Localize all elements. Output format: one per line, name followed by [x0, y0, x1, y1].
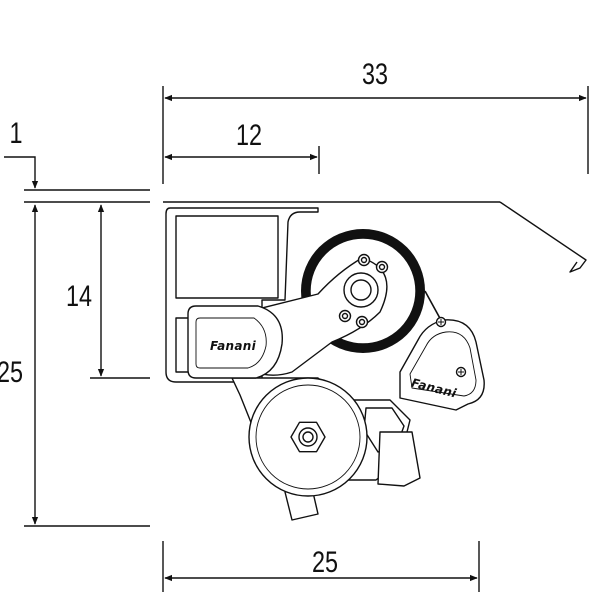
hex-nut-thread	[302, 431, 314, 443]
brand-logo-upper: Fanani	[210, 339, 257, 353]
dimension-label-side-height: 14	[66, 279, 92, 312]
dimension-label-top-offset: 1	[9, 116, 22, 149]
upper-cover-outline	[187, 305, 283, 379]
hub-bolt-center	[360, 256, 368, 264]
right-housing-outline	[399, 319, 485, 411]
hub-bolt-center	[358, 318, 366, 326]
upper-motor-cover: Fanani	[187, 305, 283, 379]
hex-nut-bore	[298, 427, 318, 447]
fabric-tail	[424, 290, 443, 323]
lock-block	[377, 431, 421, 487]
hub-bolt-icon	[338, 309, 352, 323]
bracket-window-upper	[175, 215, 279, 299]
dimension-label-total-width: 33	[362, 57, 388, 90]
hub-bolts	[338, 253, 389, 329]
roll-hub	[338, 253, 389, 329]
hub-center-bore	[350, 279, 372, 301]
dimension-top-offset	[4, 156, 150, 203]
dimension-label-top-width: 12	[236, 118, 262, 151]
leader-line-1	[4, 156, 39, 189]
right-motor-housing: Fanani	[399, 316, 485, 411]
upper-cover-inner	[195, 317, 267, 369]
front-arm	[499, 201, 587, 273]
lower-drum-rim	[255, 384, 361, 490]
dimension-top-width	[164, 146, 320, 174]
hub-bolt-icon	[357, 253, 371, 267]
dimension-label-total-height: 25	[0, 355, 23, 388]
dimension-total-width	[162, 86, 589, 184]
hub-bolt-icon	[375, 260, 389, 274]
dimension-side-height	[90, 204, 150, 379]
hub-bolt-center	[378, 263, 386, 271]
dimension-base-width	[162, 541, 480, 592]
lower-drum	[248, 377, 368, 497]
right-housing-inner	[409, 331, 477, 397]
top-profile	[163, 201, 587, 273]
awning-mechanism: Fanani Fanani	[163, 201, 587, 521]
dimension-label-base-width: 25	[312, 545, 338, 578]
hub-bolt-icon	[355, 315, 369, 329]
hub-bolt-center	[341, 312, 349, 320]
dimension-total-height	[24, 204, 150, 527]
